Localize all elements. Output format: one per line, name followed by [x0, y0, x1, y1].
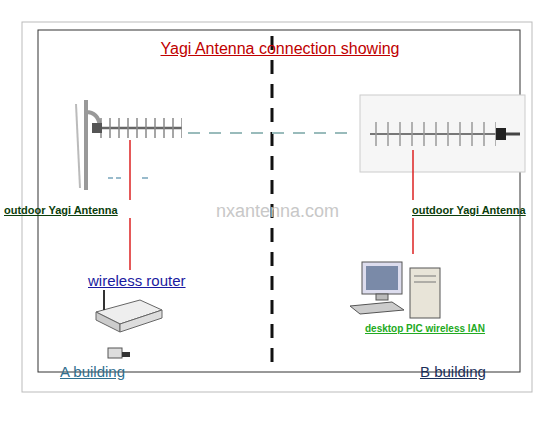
- node-label: outdoor Yagi Antenna: [4, 204, 120, 216]
- node-label: desktop PIC wireless lAN: [365, 323, 485, 334]
- building-label: B building: [420, 363, 486, 380]
- antenna-label: outdoor Yagi Antenna: [412, 204, 528, 216]
- node-label: wireless router: [88, 272, 188, 289]
- cable-line: [412, 218, 414, 254]
- node-label: outdoor Yagi Antenna: [412, 204, 528, 216]
- building-label: A building: [60, 363, 125, 380]
- pc-node: desktop PIC wireless lAN: [345, 256, 515, 336]
- watermark: nxantenna.com: [216, 201, 339, 222]
- diagram-title: Yagi Antenna connection showing: [0, 40, 560, 58]
- antenna-label: outdoor Yagi Antenna: [4, 204, 120, 216]
- router-label: wireless router: [88, 272, 188, 289]
- cable-line: [129, 218, 131, 270]
